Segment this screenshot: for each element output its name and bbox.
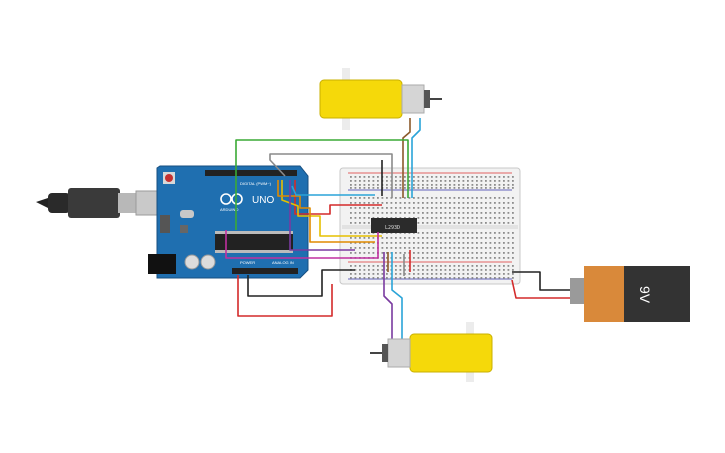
wire-red-top[interactable] — [294, 180, 382, 215]
motor-bottom-endcap — [382, 344, 388, 362]
crystal — [180, 210, 194, 218]
battery-body-black — [624, 266, 690, 322]
battery-9v[interactable]: 9V — [570, 266, 690, 322]
voltage-regulator — [160, 215, 170, 233]
breadboard[interactable] — [339, 167, 521, 285]
battery-body-orange — [584, 266, 626, 322]
capacitor-right — [200, 254, 216, 270]
motor-top-gearbox — [319, 79, 403, 119]
usb-cable[interactable] — [36, 188, 159, 218]
wire-purple-signal[interactable] — [289, 180, 355, 251]
motor-bottom-can — [387, 338, 411, 368]
motor-top-can — [401, 84, 425, 114]
wire-cyan-top-motor[interactable] — [411, 118, 421, 198]
wire-cyan-signal[interactable] — [291, 185, 375, 196]
capacitor-left — [184, 254, 200, 270]
usb-plug-metal — [118, 193, 138, 213]
l293d-label: L293D — [385, 225, 400, 231]
usb-port — [135, 190, 159, 216]
dc-motor-top[interactable] — [319, 68, 442, 130]
wire-purple-bottom-motor[interactable] — [383, 252, 393, 340]
atmega-chip — [215, 234, 293, 250]
power-analog-header — [232, 268, 298, 274]
uno-logo-text: UNO — [252, 195, 274, 206]
wire-gray[interactable] — [269, 153, 393, 198]
motor-bottom-gearbox — [409, 333, 493, 373]
wire-yellow[interactable] — [281, 180, 382, 237]
usb-cable-boot — [48, 193, 70, 213]
l293d-body — [371, 218, 417, 233]
wire-brown-top-motor[interactable] — [402, 118, 411, 198]
breadboard-center-channel — [342, 225, 518, 229]
breadboard-holes — [350, 176, 514, 279]
l293d-chip[interactable]: L293D — [371, 218, 417, 233]
wire-orange[interactable] — [277, 180, 375, 243]
wires — [225, 118, 572, 340]
wire-black-battery[interactable] — [512, 271, 572, 291]
atmega-pins-bottom — [215, 250, 293, 253]
motor-top-endcap — [424, 90, 430, 108]
battery-terminals — [570, 278, 584, 304]
atmega-pins-top — [215, 231, 293, 234]
wire-cyan-bottom-motor[interactable] — [391, 252, 403, 340]
wire-magenta[interactable] — [225, 230, 379, 259]
battery-label: 9V — [637, 286, 653, 304]
arduino-brand-text: ARDUINO — [220, 207, 238, 212]
motor-top-shaft-upper — [342, 68, 350, 80]
reset-button-cap — [165, 174, 173, 182]
digital-header — [205, 170, 297, 176]
motor-top-shaft-lower — [342, 118, 350, 130]
power-label: POWER — [240, 260, 255, 265]
wire-green[interactable] — [235, 139, 409, 230]
wire-red-battery[interactable] — [511, 279, 572, 299]
arduino-board[interactable]: DIGITAL (PWM~) UNO ARDUINO POWER ANALOG … — [148, 165, 309, 279]
motor-bottom-shaft-upper — [466, 322, 474, 334]
power-jack — [148, 254, 176, 274]
usb-plug-body — [68, 188, 120, 218]
wire-red-5v[interactable] — [237, 275, 333, 317]
smd-chip — [180, 225, 188, 233]
digital-label: DIGITAL (PWM~) — [240, 181, 272, 186]
analog-label: ANALOG IN — [272, 260, 294, 265]
wire-black-gnd[interactable] — [247, 269, 355, 297]
arduino-logo-icon — [220, 193, 243, 205]
motor-bottom-shaft-lower — [466, 370, 474, 382]
dc-motor-bottom[interactable] — [370, 322, 493, 382]
usb-cable-end — [36, 198, 48, 208]
